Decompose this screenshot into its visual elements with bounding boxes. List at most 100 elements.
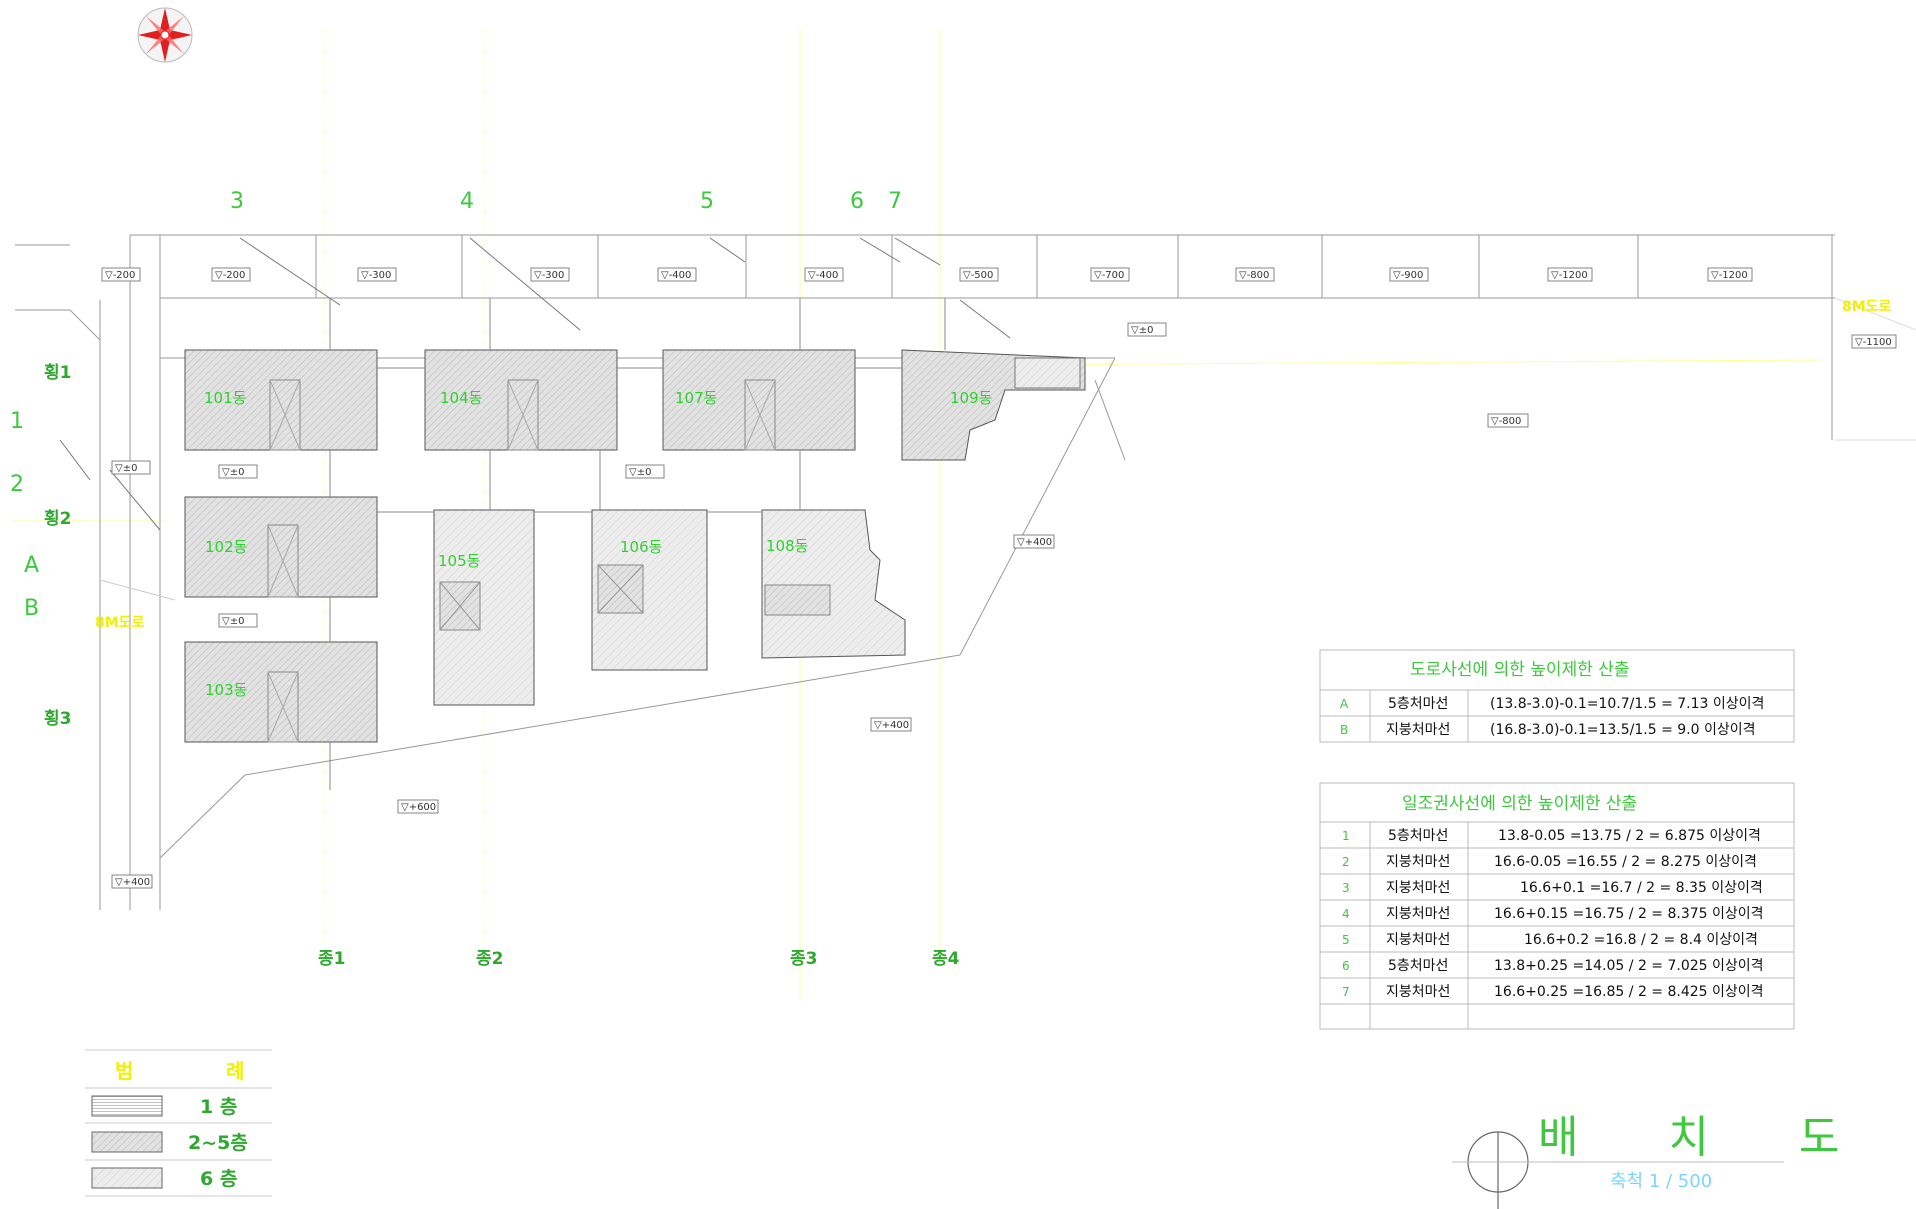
table-cell-calc: 16.6+0.15 =16.75 / 2 = 8.375 이상이격: [1494, 906, 1764, 922]
building-106: 106동: [591, 509, 708, 671]
site-level-tags: ▽±0 ▽-1100 ▽-800 ▽±0 ▽±0 ▽±0 ▽±0 ▽+400 ▽…: [111, 322, 1897, 889]
table-cell-calc: 16.6+0.25 =16.85 / 2 = 8.425 이상이격: [1494, 984, 1764, 1000]
top-level-tags: ▽-200 ▽-200 ▽-300 ▽-300 ▽-400 ▽-400 ▽-50…: [101, 267, 1753, 282]
grid-number: 4: [460, 189, 474, 214]
level-tag: ▽-800: [1491, 416, 1521, 427]
table-cell-type: 지붕처마선: [1386, 906, 1450, 922]
legend-swatch-floor2-5: [91, 1131, 163, 1153]
level-tag: ▽-400: [661, 270, 691, 281]
level-tag: ▽-1200: [1551, 270, 1588, 281]
buildings: 101동 104동 107동 109동 102동: [184, 349, 1086, 743]
grid-number: B: [24, 596, 39, 621]
section-marker: 종1: [318, 949, 345, 969]
table-cell-calc: 13.8-0.05 =13.75 / 2 = 6.875 이상이격: [1498, 828, 1761, 844]
grid-numbers: 3 4 5 6 7 1 2 A B: [10, 189, 902, 621]
setback-lines: [59, 237, 1011, 531]
section-marker: 횡3: [44, 709, 71, 729]
section-marker: 종3: [790, 949, 817, 969]
section-marker: 횡2: [44, 509, 71, 529]
section-marker: 횡1: [44, 363, 71, 383]
building-107: 107동: [662, 349, 856, 451]
table-cell-calc: (16.8-3.0)-0.1=13.5/1.5 = 9.0 이상이격: [1490, 722, 1755, 738]
table-cell-calc: 13.8+0.25 =14.05 / 2 = 7.025 이상이격: [1494, 958, 1764, 974]
section-markers: 횡1 횡2 횡3 종1 종2 종3 종4: [44, 363, 960, 969]
table-cell-type: 5층처마선: [1388, 828, 1448, 844]
road-label: 8M도로: [1842, 299, 1892, 315]
table-cell-type: 5층처마선: [1388, 958, 1448, 974]
building-102: 102동: [184, 496, 378, 598]
road-setback-table: 도로사선에 의한 높이제한 산출 A 5층처마선 (13.8-3.0)-0.1=…: [1319, 649, 1795, 743]
section-marker: 종2: [476, 949, 503, 969]
grid-number: 1: [10, 409, 24, 434]
table-cell-type: 지붕처마선: [1386, 880, 1450, 896]
level-tag: ▽±0: [1131, 325, 1153, 336]
building-label: 101동: [204, 389, 247, 407]
level-tag: ▽±0: [115, 463, 137, 474]
table-cell-key: 3: [1342, 881, 1350, 895]
level-tag: ▽±0: [222, 616, 244, 627]
table-cell-type: 5층처마선: [1388, 696, 1448, 712]
level-tag: ▽±0: [629, 467, 651, 478]
spacing-lines: [329, 298, 946, 790]
table-cell-type: 지붕처마선: [1386, 984, 1450, 1000]
building-label: 108동: [766, 537, 809, 555]
legend-head: 례: [226, 1059, 244, 1083]
road-label: 8M도로: [95, 615, 145, 631]
table-cell-calc: 16.6+0.2 =16.8 / 2 = 8.4 이상이격: [1524, 932, 1758, 948]
table-cell-calc: 16.6+0.1 =16.7 / 2 = 8.35 이상이격: [1520, 880, 1763, 896]
table-cell-key: 2: [1342, 855, 1350, 869]
table-title: 일조권사선에 의한 높이제한 산출: [1402, 794, 1637, 814]
legend-label: 1 층: [200, 1096, 237, 1118]
legend-label: 6 층: [200, 1168, 237, 1190]
building-label: 105동: [438, 552, 481, 570]
table-cell-key: 7: [1342, 985, 1350, 999]
table-cell-calc: (13.8-3.0)-0.1=10.7/1.5 = 7.13 이상이격: [1490, 696, 1764, 712]
grid-number: 6: [850, 189, 864, 214]
table-cell-type: 지붕처마선: [1386, 854, 1450, 870]
building-108: 108동: [761, 509, 906, 659]
building-101: 101동: [184, 349, 378, 451]
level-tag: ▽+400: [115, 877, 150, 888]
grid-number: 7: [888, 189, 902, 214]
level-tag: ▽-300: [361, 270, 391, 281]
level-tag: ▽-200: [105, 270, 135, 281]
level-tag: ▽-700: [1094, 270, 1124, 281]
title-block: 배 치 도 축척 1 / 500: [1452, 1112, 1877, 1209]
grid-number: 5: [700, 189, 714, 214]
drawing-title: 배 치 도: [1538, 1112, 1877, 1163]
level-tag: ▽-900: [1393, 270, 1423, 281]
level-tag: ▽±0: [222, 467, 244, 478]
table-cell-key: A: [1340, 697, 1349, 711]
building-103: 103동: [184, 641, 378, 743]
legend-swatch-floor6: [91, 1167, 163, 1189]
level-tag: ▽+600: [401, 802, 436, 813]
level-tag: ▽-500: [963, 270, 993, 281]
level-tag: ▽-1200: [1711, 270, 1748, 281]
level-tag: ▽-1100: [1855, 337, 1892, 348]
level-tag: ▽+400: [874, 720, 909, 731]
top-road: [15, 234, 1916, 910]
north-arrow-icon: [137, 7, 193, 63]
legend-head: 범: [115, 1059, 133, 1083]
building-label: 104동: [440, 389, 483, 407]
table-cell-key: 6: [1342, 959, 1350, 973]
table-cell-key: 5: [1342, 933, 1350, 947]
level-tag: ▽-300: [534, 270, 564, 281]
legend-label: 2~5층: [188, 1132, 248, 1154]
table-cell-key: 4: [1342, 907, 1350, 921]
sunlight-setback-table: 일조권사선에 의한 높이제한 산출 1 5층처마선 13.8-0.05 =13.…: [1319, 782, 1795, 1030]
building-label: 107동: [675, 389, 718, 407]
table-title: 도로사선에 의한 높이제한 산출: [1410, 660, 1630, 680]
legend: 범 례 1 층 2~5층 6 층: [85, 1049, 272, 1197]
building-label: 109동: [950, 389, 993, 407]
building-105: 105동: [433, 509, 535, 706]
top-road-dividers: [159, 235, 1639, 298]
grid-number: 2: [10, 472, 24, 497]
table-cell-calc: 16.6-0.05 =16.55 / 2 = 8.275 이상이격: [1494, 854, 1757, 870]
table-cell-key: 1: [1342, 829, 1350, 843]
section-marker: 종4: [932, 949, 960, 969]
grid-number: 3: [230, 189, 244, 214]
grid-number: A: [24, 553, 39, 578]
table-cell-key: B: [1340, 723, 1348, 737]
